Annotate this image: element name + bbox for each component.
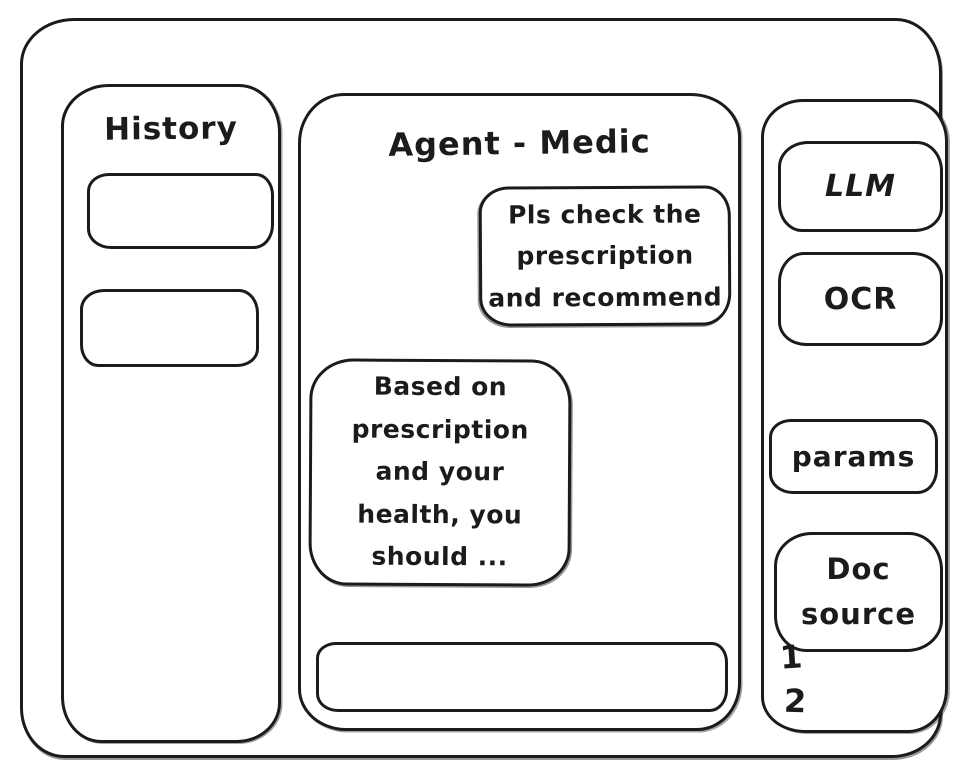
- chat-title: Agent - Medic: [388, 122, 651, 164]
- app-window: History Agent - Medic Pls check the pres…: [20, 18, 948, 758]
- doc-source-item-1[interactable]: 1: [778, 637, 804, 677]
- chat-panel: Agent - Medic Pls check the prescription…: [298, 93, 741, 731]
- history-item-1[interactable]: [87, 173, 274, 249]
- ocr-button[interactable]: OCR: [778, 252, 943, 346]
- user-message-bubble: Pls check the prescription and recommend: [478, 185, 732, 327]
- history-item-2[interactable]: [80, 289, 259, 367]
- llm-button[interactable]: LLM: [778, 141, 943, 232]
- history-title: History: [103, 110, 238, 148]
- doc-source-item-2[interactable]: 2: [783, 681, 807, 721]
- tools-panel: LLM OCR params Doc source 1 2: [761, 99, 948, 733]
- params-button[interactable]: params: [769, 419, 938, 494]
- assistant-message-bubble: Based on prescription and your health, y…: [308, 358, 572, 587]
- doc-source-button[interactable]: Doc source: [774, 532, 943, 652]
- message-input[interactable]: [316, 642, 728, 712]
- history-panel: History: [61, 84, 281, 743]
